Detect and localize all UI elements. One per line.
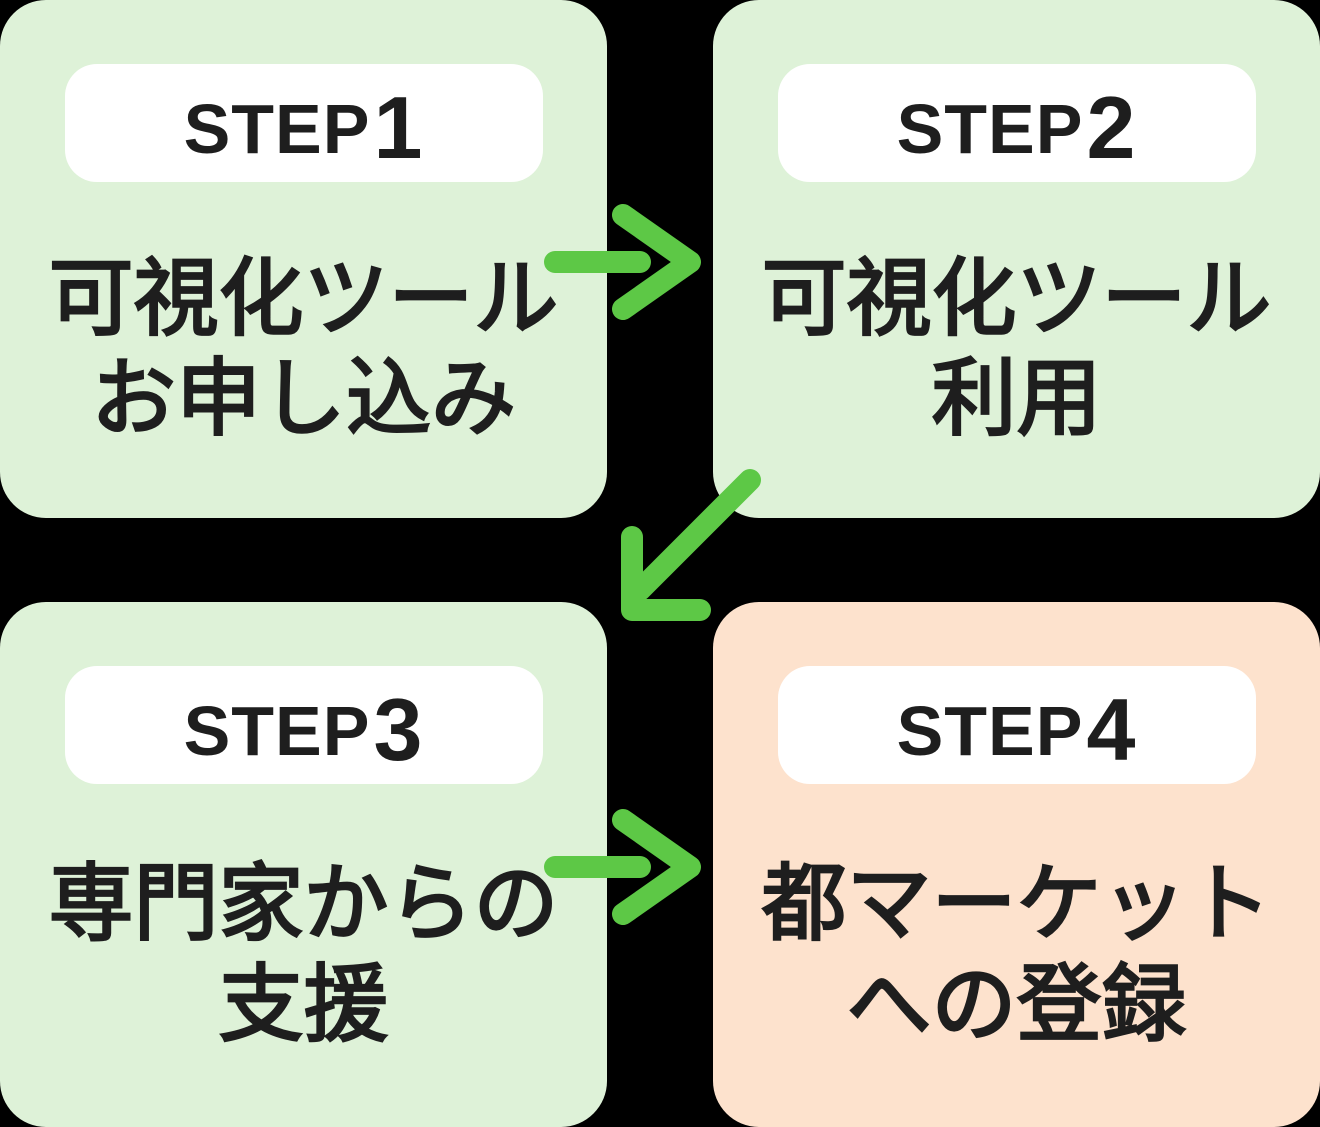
step4-badge-prefix: STEP [896,692,1084,770]
step2-badge-label: STEP2 [896,79,1137,172]
step2-badge: STEP2 [777,64,1256,182]
step2-description-line1: 可視化ツール [761,251,1272,347]
step3-card: STEP3 専門家からの 支援 [0,602,607,1127]
step4-description-line1: 都マーケット [761,857,1272,953]
step1-description-line1: 可視化ツール [48,251,559,347]
step3-description: 専門家からの 支援 [48,784,558,1127]
step3-description-line1: 専門家からの [48,857,559,953]
step3-description-line2: 支援 [218,957,389,1053]
step1-description-line2: お申し込み [90,352,516,447]
step4-description: 都マーケット への登録 [761,784,1271,1127]
step4-card: STEP4 都マーケット への登録 [713,602,1320,1127]
arrow-down-left-icon [621,469,761,621]
arrow-right-icon [544,204,701,320]
step1-badge-prefix: STEP [183,90,371,168]
step4-badge-number: 4 [1086,680,1137,779]
step3-badge-number: 3 [373,680,424,779]
step3-badge-prefix: STEP [183,692,371,770]
step1-card: STEP1 可視化ツール お申し込み [0,0,607,518]
arrow-right-icon [544,809,701,925]
step1-badge-number: 1 [373,78,424,177]
step1-badge: STEP1 [64,64,543,182]
step3-badge: STEP3 [64,666,543,784]
step3-badge-label: STEP3 [183,681,424,774]
step2-description: 可視化ツール 利用 [761,182,1271,518]
step4-badge-label: STEP4 [896,681,1137,774]
step2-card: STEP2 可視化ツール 利用 [713,0,1320,518]
step1-description: 可視化ツール お申し込み [48,182,558,518]
step2-badge-number: 2 [1086,78,1137,177]
step4-description-line2: への登録 [846,957,1187,1053]
step4-badge: STEP4 [777,666,1256,784]
step1-badge-label: STEP1 [183,79,424,172]
step2-badge-prefix: STEP [896,90,1084,168]
step2-description-line2: 利用 [931,352,1102,447]
